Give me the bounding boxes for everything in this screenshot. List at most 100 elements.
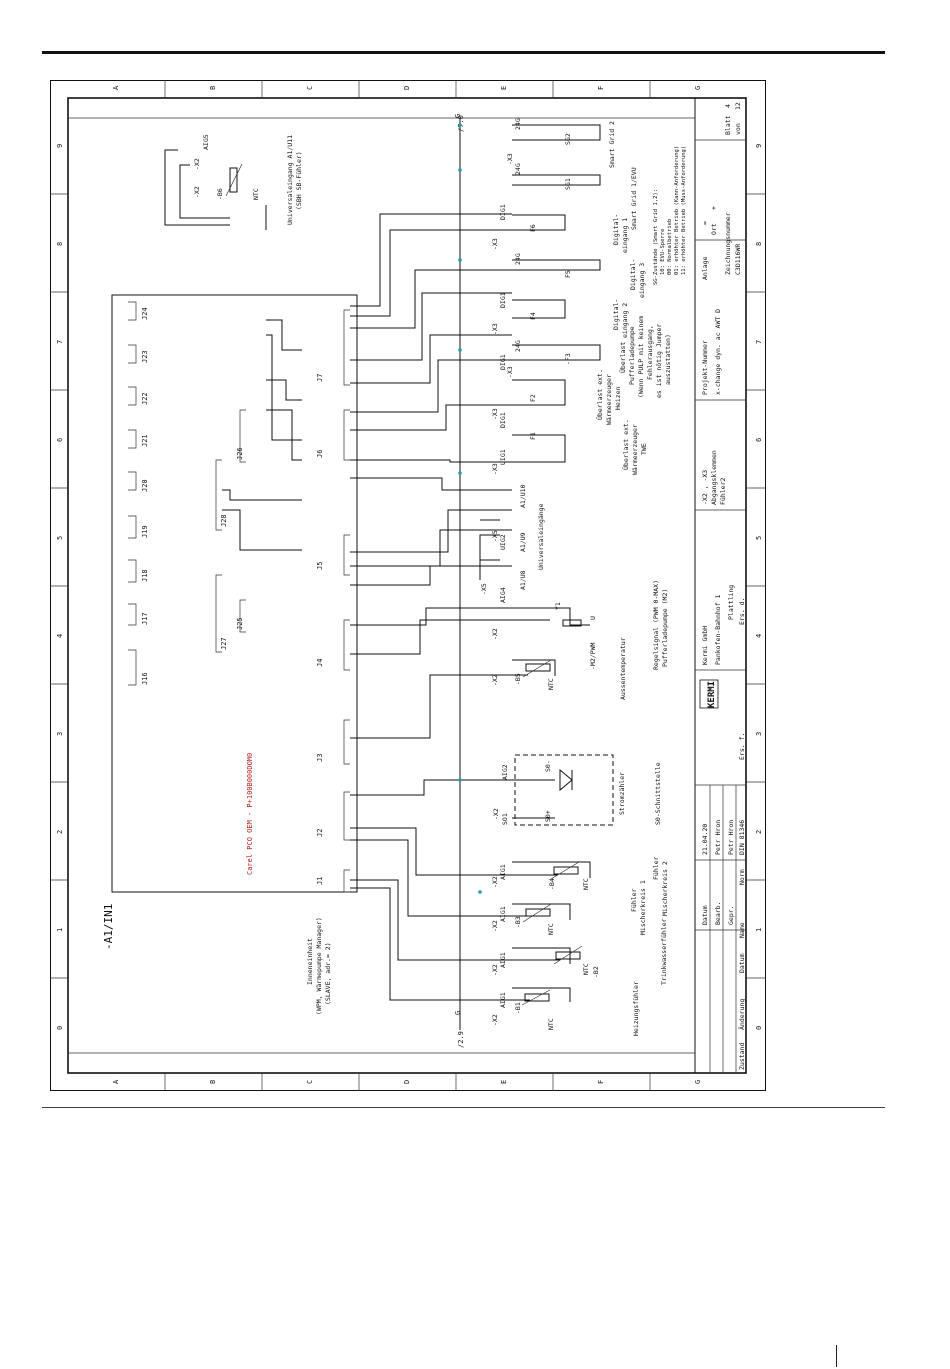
tb-ort-label: Ort bbox=[710, 223, 718, 235]
label-mischer2-b: Mischerkreis 2 bbox=[661, 861, 669, 916]
controller-box bbox=[111, 294, 358, 893]
puffer-5: es ist nötig Jumper bbox=[655, 324, 663, 398]
label-aussentemp: Aussentemperatur bbox=[619, 637, 627, 700]
sensor-b6: -X2 -X2 AIG5 -B6 NTC Universaleingang A1… bbox=[193, 134, 303, 225]
frame-column-letters: A B C D E F G A B C D E F G bbox=[112, 85, 702, 1084]
connector-j20: J20 bbox=[141, 479, 149, 492]
sensor-b6-id: -B6 bbox=[216, 188, 224, 200]
tb-projekt-label: Projekt-Nummer bbox=[701, 340, 709, 395]
row-number: 5 bbox=[56, 536, 64, 540]
label-trinkwasser: Trinkwasserfühler bbox=[660, 918, 668, 985]
tb-ers-durch: Ers. d. bbox=[738, 598, 746, 625]
term-x3-d: -X3 bbox=[491, 323, 499, 335]
term-x2-b6b: -X2 bbox=[193, 186, 201, 198]
term-dig1-c: DIG1 bbox=[499, 292, 507, 308]
twe-2: Wärmeerzeuger bbox=[631, 424, 639, 475]
tb-bearb-label: Bearb. bbox=[714, 902, 722, 925]
univ-a1u11-a: Universaleingang A1/U11 bbox=[286, 135, 294, 225]
sensor-b2-ntc: NTC bbox=[582, 963, 590, 975]
connector-j18: J18 bbox=[141, 569, 149, 582]
term-aig1-b1: AIG1 bbox=[499, 992, 507, 1008]
label-a1u9: A1/U9 bbox=[519, 532, 527, 552]
puffer-1: Überlast bbox=[618, 342, 627, 373]
univ-a1u11-b: (SBH SB-Fühler) bbox=[295, 151, 303, 210]
digital1-a: Digital- bbox=[612, 214, 620, 245]
input-sg1: SG1 bbox=[564, 178, 572, 190]
label-mischer1-a: Fühler bbox=[630, 888, 638, 912]
tb-datum-label: Datum bbox=[701, 905, 709, 925]
digital1-b: eingang 1 bbox=[621, 218, 629, 253]
tb-blatt-value: 4 bbox=[724, 104, 732, 108]
input-f6: F6 bbox=[529, 224, 537, 232]
heizen-3: Heizen bbox=[614, 386, 622, 410]
unit-line-2: (WPM, Wärmepumpe Manager) bbox=[315, 917, 323, 1015]
actuator-m2: -M2/PWM bbox=[589, 643, 597, 670]
term-24g-d: 24G bbox=[514, 118, 522, 130]
tb-gepr-label: Gepr. bbox=[727, 905, 735, 925]
tb-bearb-value: Petr Hron bbox=[714, 820, 722, 855]
tb-projekt-value: x-change dyn. ac AWT D bbox=[714, 309, 722, 395]
connector-j28: J28 bbox=[220, 514, 228, 527]
row-number: 3 bbox=[755, 732, 763, 736]
tb-logo: KERMI bbox=[707, 681, 717, 708]
puffer-6: auszustatten) bbox=[664, 334, 672, 385]
row-number: 6 bbox=[56, 438, 64, 442]
row-number: 4 bbox=[755, 634, 763, 638]
potential-label-top: G bbox=[454, 114, 462, 118]
term-x5-2: -X5 bbox=[491, 530, 499, 542]
tb-zeichnung-value: C3D116WR bbox=[734, 244, 742, 275]
tb-company: Kermi GmbH bbox=[701, 626, 709, 665]
row-number: 7 bbox=[56, 340, 64, 344]
col-letter: G bbox=[694, 86, 702, 90]
connector-j7: J7 bbox=[316, 374, 324, 382]
wiring-diagram: A B C D E F G A B C D E F G 9 8 7 6 5 4 … bbox=[50, 80, 766, 1091]
row-number: 1 bbox=[755, 928, 763, 932]
label-heizungsfuehler: Heizungsfühler bbox=[632, 981, 640, 1036]
connector-j5: J5 bbox=[316, 562, 324, 570]
term-x3-e: -X3 bbox=[491, 238, 499, 250]
potential-label-bottom: G bbox=[454, 1011, 462, 1015]
digital3-a: Digital- bbox=[629, 259, 637, 290]
s0-plus: S0+ bbox=[544, 810, 552, 822]
label-stromzaehler: Stromzähler bbox=[618, 772, 626, 815]
col-letter: C bbox=[306, 1080, 314, 1084]
term-so1: SO1 bbox=[501, 813, 509, 825]
sensor-b3: -X2 AIG1 -B3 NTC Fühler Mischerkreis 1 bbox=[491, 880, 647, 935]
page-side-mark bbox=[836, 1345, 837, 1367]
tb-von-label: von bbox=[734, 123, 742, 135]
sensor-b3-ntc: NTC bbox=[547, 923, 555, 935]
sensor-b5-ntc: NTC bbox=[547, 678, 555, 690]
sensor-b3-id: -B3 bbox=[514, 916, 522, 928]
tb-gepr-value: Petr Hron bbox=[727, 820, 735, 855]
ref-bottom: /2.9 bbox=[457, 1031, 465, 1048]
col-letter: E bbox=[500, 1080, 508, 1084]
connector-j24: J24 bbox=[141, 307, 149, 320]
input-f5: F5 bbox=[564, 270, 572, 278]
input-f4: F4 bbox=[529, 312, 537, 320]
term-x2-b5: -X2 bbox=[491, 674, 499, 686]
tb-drawing-3: Fühler2 bbox=[719, 478, 727, 505]
row-number: 3 bbox=[56, 732, 64, 736]
term-dig1-d: DIG1 bbox=[499, 204, 507, 220]
actuator-y1: Y1 bbox=[554, 602, 562, 610]
tb-ort-value: + bbox=[710, 206, 718, 210]
col-letter: A bbox=[112, 1079, 120, 1084]
sensor-b5-id: -B5 bbox=[514, 673, 522, 685]
term-x2-b4: -X2 bbox=[491, 876, 499, 888]
row-number: 6 bbox=[755, 438, 763, 442]
sg-state-00: 00: Normalbetrieb bbox=[667, 219, 673, 275]
connector-j2: J2 bbox=[316, 829, 324, 837]
label-universaleingaenge: Universaleingänge bbox=[537, 503, 545, 570]
unit-line-1: Inneneinheit bbox=[306, 938, 314, 985]
term-aig5: AIG5 bbox=[202, 134, 210, 150]
sensor-b1-id: -B1 bbox=[514, 1002, 522, 1014]
sg-title2: Smart Grid 2 bbox=[608, 121, 616, 168]
row-number: 7 bbox=[755, 340, 763, 344]
row-number: 2 bbox=[56, 830, 64, 834]
sg-state-10: 10: EVU-Sperre bbox=[660, 229, 666, 275]
label-so-schnittstelle: S0-Schnittstelle bbox=[654, 762, 662, 825]
row-number: 0 bbox=[755, 1026, 763, 1030]
twe-1: Überlast ext. bbox=[621, 419, 630, 470]
connector-j6: J6 bbox=[316, 450, 324, 458]
label-a1u10: A1/U10 bbox=[519, 484, 527, 508]
